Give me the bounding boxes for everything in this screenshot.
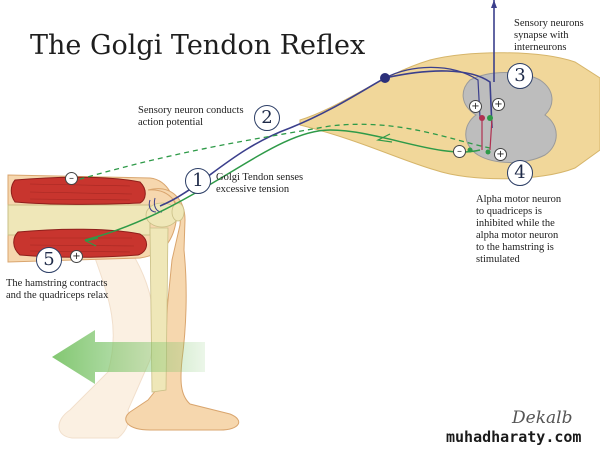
step-1-line-1: Golgi Tendon senses xyxy=(216,172,304,183)
quadriceps-minus-sign: – xyxy=(65,172,78,185)
step-3-line-3: interneurons xyxy=(514,42,567,53)
step-3-caption: Sensory neurons synapse with interneuron… xyxy=(514,18,584,54)
artist-signature: Dekalb xyxy=(512,408,573,428)
step-1-number: 1 xyxy=(185,168,211,194)
step-3-line-2: synapse with xyxy=(514,30,569,41)
sensory-neuron xyxy=(148,0,497,213)
step-5-number: 5 xyxy=(36,247,62,273)
patella xyxy=(171,202,185,222)
motor-neurons xyxy=(69,123,491,247)
quadriceps-muscle xyxy=(10,176,146,205)
step-4-line-1: Alpha motor neuron xyxy=(476,194,562,205)
step-5-line-1: The hamstring contracts xyxy=(6,278,108,289)
step-2-line-2: action potential xyxy=(138,117,204,128)
motor-minus-sign: – xyxy=(453,145,466,158)
step-2-caption: Sensory neuron conducts action potential xyxy=(138,105,244,129)
step-4-number: 4 xyxy=(507,160,533,186)
interneurons xyxy=(467,115,493,155)
hamstring-plus-sign: + xyxy=(70,250,83,263)
step-5-line-2: and the quadriceps relax xyxy=(6,290,109,301)
step-4-line-2: to quadriceps is xyxy=(476,206,542,217)
grey-matter xyxy=(462,72,557,163)
step-3-number: 3 xyxy=(507,63,533,89)
step-4-line-4: alpha motor neuron xyxy=(476,230,559,241)
watermark: muhadharaty.com xyxy=(446,428,582,446)
page-title: The Golgi Tendon Reflex xyxy=(30,30,366,61)
step-4-line-3: inhibited while the xyxy=(476,218,555,229)
step-2-number: 2 xyxy=(254,105,280,131)
step-4-line-6: stimulated xyxy=(476,254,520,265)
movement-arrow xyxy=(52,330,205,384)
dorsal-root-ganglion xyxy=(380,73,390,83)
step-1-caption: Golgi Tendon senses excessive tension xyxy=(216,172,303,196)
step-4-line-5: to the hamstring is xyxy=(476,242,554,253)
step-1-line-2: excessive tension xyxy=(216,184,290,195)
step-5-caption: The hamstring contracts and the quadrice… xyxy=(6,278,108,302)
motor-plus-sign: + xyxy=(494,148,507,161)
step-3-line-1: Sensory neurons xyxy=(514,18,584,29)
thigh xyxy=(7,174,177,263)
interneuron-plus-sign-left: + xyxy=(469,100,482,113)
step-4-caption: Alpha motor neuron to quadriceps is inhi… xyxy=(476,194,561,266)
interneuron-plus-sign-right: + xyxy=(492,98,505,111)
step-2-line-1: Sensory neuron conducts xyxy=(138,105,244,116)
